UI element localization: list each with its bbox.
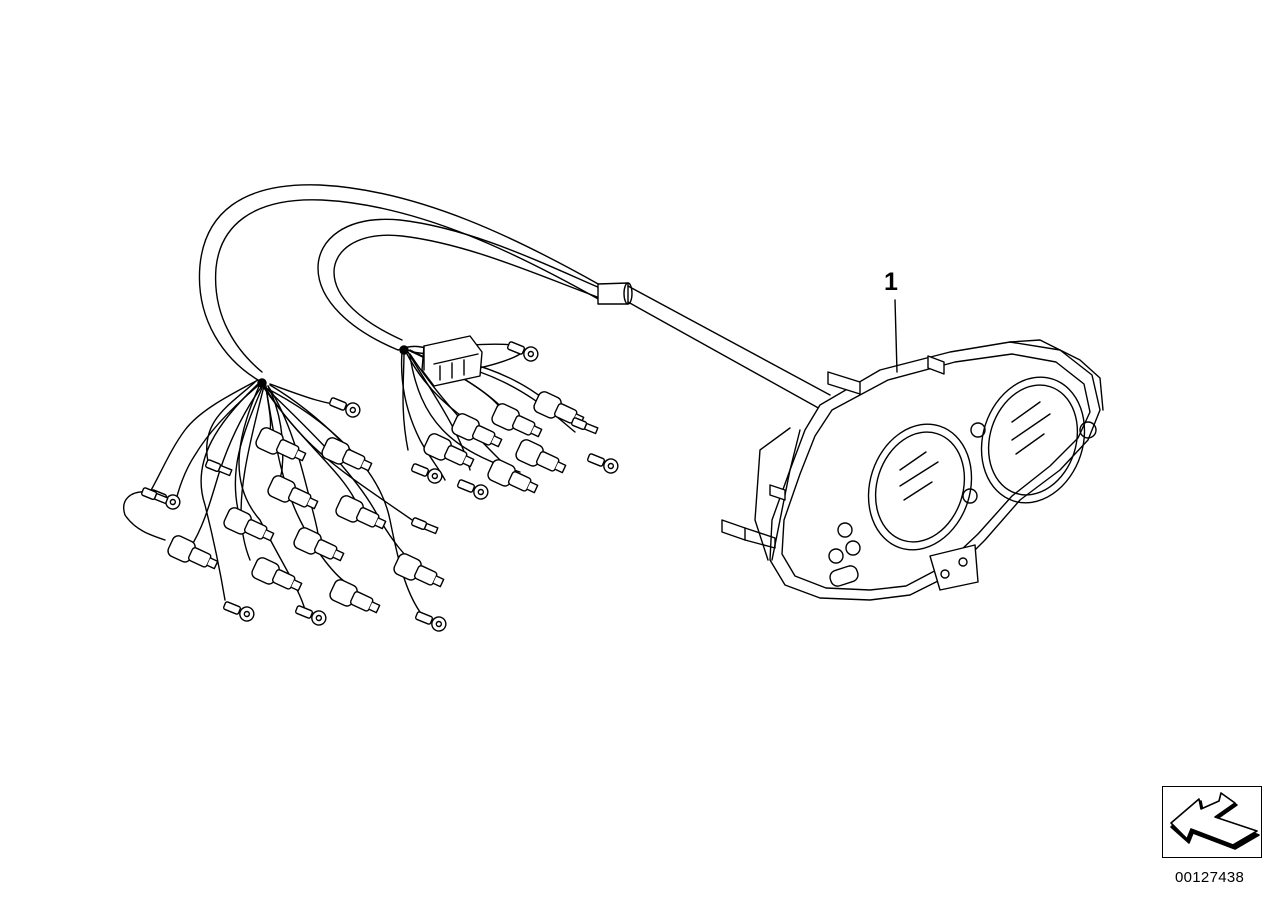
callout-number: 1 (884, 268, 898, 296)
wire-junction-left (257, 378, 267, 388)
spade-terminals (140, 417, 599, 535)
ring-terminals (148, 341, 619, 632)
cable-sleeve (597, 282, 831, 411)
callout-leader (894, 299, 898, 373)
bulb-sockets (167, 391, 585, 614)
direction-arrow-icon (1170, 792, 1260, 850)
cable-loop-inner (317, 218, 601, 351)
instrument-cluster (721, 339, 1104, 601)
cable-loop-outer (198, 184, 601, 381)
diagram-number: 00127438 (1175, 869, 1245, 886)
wire-junction-right (399, 345, 409, 355)
direction-box (1162, 786, 1262, 858)
multi-pin-connector (421, 335, 483, 387)
